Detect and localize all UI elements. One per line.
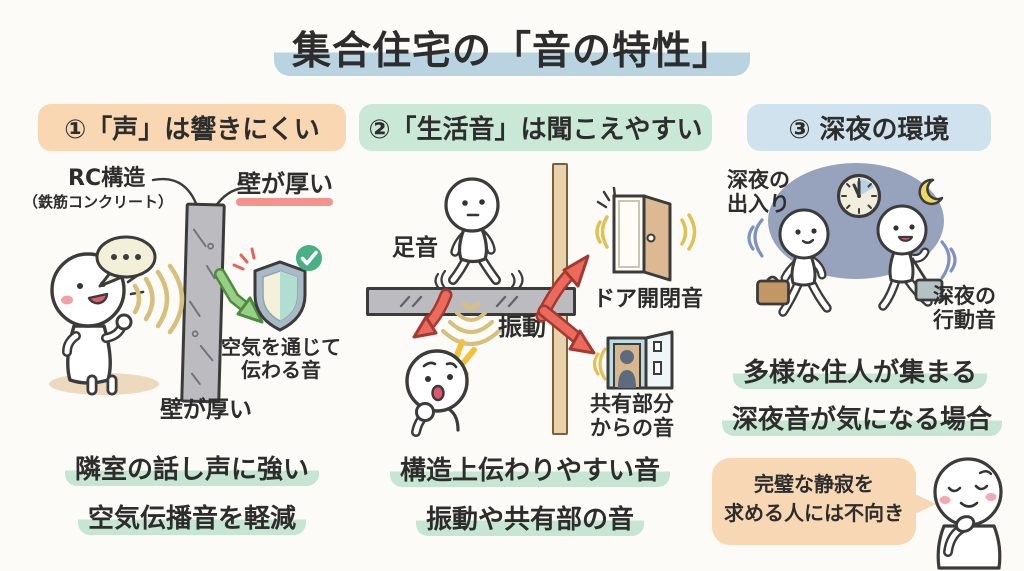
worried-person-icon xyxy=(405,339,477,437)
clock-icon xyxy=(836,173,882,219)
section2-header: ②「生活音」は聞こえやすい xyxy=(359,104,712,151)
rc-structure-label: RC構造 xyxy=(68,166,146,191)
wall-texture xyxy=(189,228,216,385)
late-activity-label: 深夜の 行動音 xyxy=(933,284,996,333)
section1-header: ①「声」は響きにくい xyxy=(38,104,346,151)
vibration-waves-icon xyxy=(441,302,501,346)
walking-person-icon xyxy=(434,177,524,290)
resident-briefcase-icon xyxy=(756,208,832,317)
deflect-arrow-icon xyxy=(214,268,264,324)
section3-point2: 深夜音が気になる場合 xyxy=(722,399,1003,436)
rc-structure-sub-label: （鉄筋コンクリート） xyxy=(23,193,174,211)
shared-area-icon xyxy=(592,330,674,390)
section3-point1: 多様な住人が集まる xyxy=(722,352,998,389)
page-title-text: 集合住宅の「音の特性」 xyxy=(273,27,750,76)
concrete-wall-graphic xyxy=(180,202,226,404)
late-entry-label: 深夜の 出入り xyxy=(727,168,790,217)
voice-sound-waves-icon xyxy=(132,263,185,335)
section1-point1: 隣室の話し声に強い xyxy=(48,449,336,486)
thinking-person-icon xyxy=(933,457,1003,570)
note-bubble-tail xyxy=(913,493,936,515)
slab-hatching xyxy=(399,295,519,308)
thick-wall-bottom-label: 壁が厚い xyxy=(160,397,252,423)
red-underline xyxy=(236,198,333,206)
section2-point1: 構造上伝わりやすい音 xyxy=(390,450,671,487)
page-title: 集合住宅の「音の特性」 xyxy=(0,20,1024,76)
night-sound-waves-right-icon xyxy=(940,240,957,280)
section2-point2: 振動や共有部の音 xyxy=(390,499,670,536)
checkmark-icon xyxy=(296,245,322,271)
footsteps-label: 足音 xyxy=(392,235,438,261)
air-sound-label: 空気を通じて 伝わる音 xyxy=(221,335,341,382)
arrow-to-shared-icon xyxy=(537,304,596,355)
note-text: 完璧な静寂を 求める人には不向き xyxy=(724,472,904,525)
resident-bag-icon xyxy=(876,204,944,311)
shield-icon xyxy=(253,260,307,332)
speaking-person-icon xyxy=(49,252,159,396)
impact-sparks-icon xyxy=(232,247,256,271)
section3-header: ③ 深夜の環境 xyxy=(747,104,991,151)
section1-point2: 空気伝播音を軽減 xyxy=(48,498,336,535)
shared-sound-label: 共有部分 からの音 xyxy=(590,392,674,441)
door-icon xyxy=(595,186,697,282)
note-bubble xyxy=(712,458,916,545)
arrow-down-left-icon xyxy=(412,288,453,339)
moon-icon xyxy=(918,178,944,206)
night-sound-waves-left-icon xyxy=(747,218,764,258)
thick-wall-top-label: 壁が厚い xyxy=(237,170,333,198)
door-sound-label: ドア開閉音 xyxy=(593,287,704,312)
speech-bubble-icon xyxy=(95,235,157,288)
